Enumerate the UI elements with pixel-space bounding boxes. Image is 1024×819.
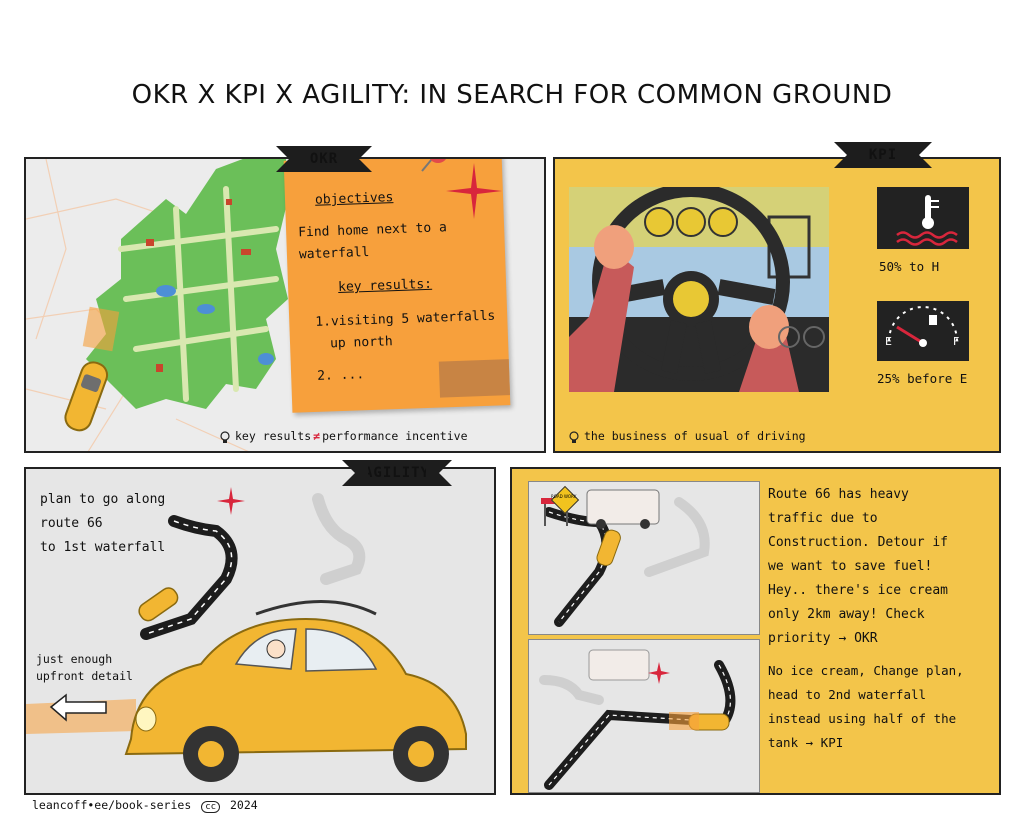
agility-banner: AGILITY xyxy=(342,460,452,486)
footer-credit: leancoff•ee/book-series xyxy=(32,798,192,812)
dashboard-illustration xyxy=(569,187,829,392)
detour-line-6: only 2km away! Check xyxy=(768,607,925,622)
footer: leancoff•ee/book-series cc 2024 xyxy=(32,798,258,813)
pushpin-icon xyxy=(421,159,446,172)
lightbulb-icon xyxy=(220,430,230,443)
okr-caption: key results≠performance incentive xyxy=(218,429,468,444)
detour-panel: ROAD WORK Route 66 has heavy traffic due… xyxy=(510,467,1001,795)
kpi-caption: the business of usual of driving xyxy=(567,429,806,444)
temperature-warning-icon xyxy=(877,187,969,249)
sparkle-icon xyxy=(446,163,502,219)
detour-line-5: Hey.. there's ice cream xyxy=(768,583,949,598)
detour-line-11: tank → KPI xyxy=(768,735,844,750)
road-work-sign-text: ROAD WORK xyxy=(551,494,577,499)
footer-year: 2024 xyxy=(229,798,258,812)
fuel-needle-icon xyxy=(888,306,958,347)
detour-line-2: traffic due to xyxy=(768,511,878,526)
detour-scene-top: ROAD WORK xyxy=(528,481,760,635)
key-result-2: 2. ... xyxy=(316,367,365,384)
detour-text-block-2: No ice cream, Change plan, head to 2nd w… xyxy=(768,659,998,755)
detour-line-3: Construction. Detour if xyxy=(768,535,949,550)
creative-commons-icon: cc xyxy=(201,801,221,813)
okr-banner: OKR xyxy=(276,146,372,172)
upfront-line-2: upfront detail xyxy=(36,669,133,683)
okr-caption-prefix: key results xyxy=(235,429,312,443)
okr-panel: objectives Find home next to a waterfall… xyxy=(24,157,546,453)
temperature-label: 50% to H xyxy=(879,259,940,274)
detour-line-8: No ice cream, Change plan, xyxy=(768,663,964,678)
detour-line-7: priority → OKR xyxy=(768,631,878,646)
kpi-panel: 50% to H E F 25% before E the business o… xyxy=(553,157,1001,453)
agility-road-illustration xyxy=(26,487,467,782)
construction-road-illustration xyxy=(541,489,710,627)
reroute-road-illustration xyxy=(539,649,736,790)
detour-line-4: we want to save fuel! xyxy=(768,559,933,574)
objective-line-1: Find home next to a xyxy=(297,220,448,241)
page-title: OKR X KPI X AGILITY: IN SEARCH FOR COMMO… xyxy=(131,80,893,110)
key-result-1b: up north xyxy=(329,334,393,352)
fuel-label: 25% before E xyxy=(877,371,968,386)
upfront-line-1: just enough xyxy=(36,652,113,666)
objectives-heading: objectives xyxy=(314,190,394,208)
key-result-1a: 1.visiting 5 waterfalls xyxy=(315,308,496,330)
fuel-full-label: F xyxy=(953,335,960,348)
plan-line-3: to 1st waterfall xyxy=(40,540,166,555)
objective-line-2: waterfall xyxy=(298,244,370,263)
detour-line-9: head to 2nd waterfall xyxy=(768,687,927,702)
kpi-caption-text: the business of usual of driving xyxy=(584,429,806,443)
fuel-gauge: E F xyxy=(877,301,969,361)
detour-text-block-1: Route 66 has heavy traffic due to Constr… xyxy=(768,483,994,651)
plan-line-1: plan to go along xyxy=(40,492,166,507)
key-results-heading: key results: xyxy=(337,276,433,296)
detour-scene-bottom xyxy=(528,639,760,793)
plan-line-2: route 66 xyxy=(40,516,103,531)
lightbulb-icon xyxy=(569,430,579,443)
agility-panel: plan to go along route 66 to 1st waterfa… xyxy=(24,467,496,795)
detour-line-10: instead using half of the xyxy=(768,711,957,726)
sticky-note-fold xyxy=(438,359,510,398)
kpi-banner: KPI xyxy=(834,142,932,168)
okr-caption-suffix: performance incentive xyxy=(322,429,468,443)
fuel-empty-label: E xyxy=(885,335,892,348)
detour-line-1: Route 66 has heavy xyxy=(768,487,909,502)
not-equal-symbol: ≠ xyxy=(313,429,321,443)
okr-map-illustration xyxy=(26,159,288,451)
